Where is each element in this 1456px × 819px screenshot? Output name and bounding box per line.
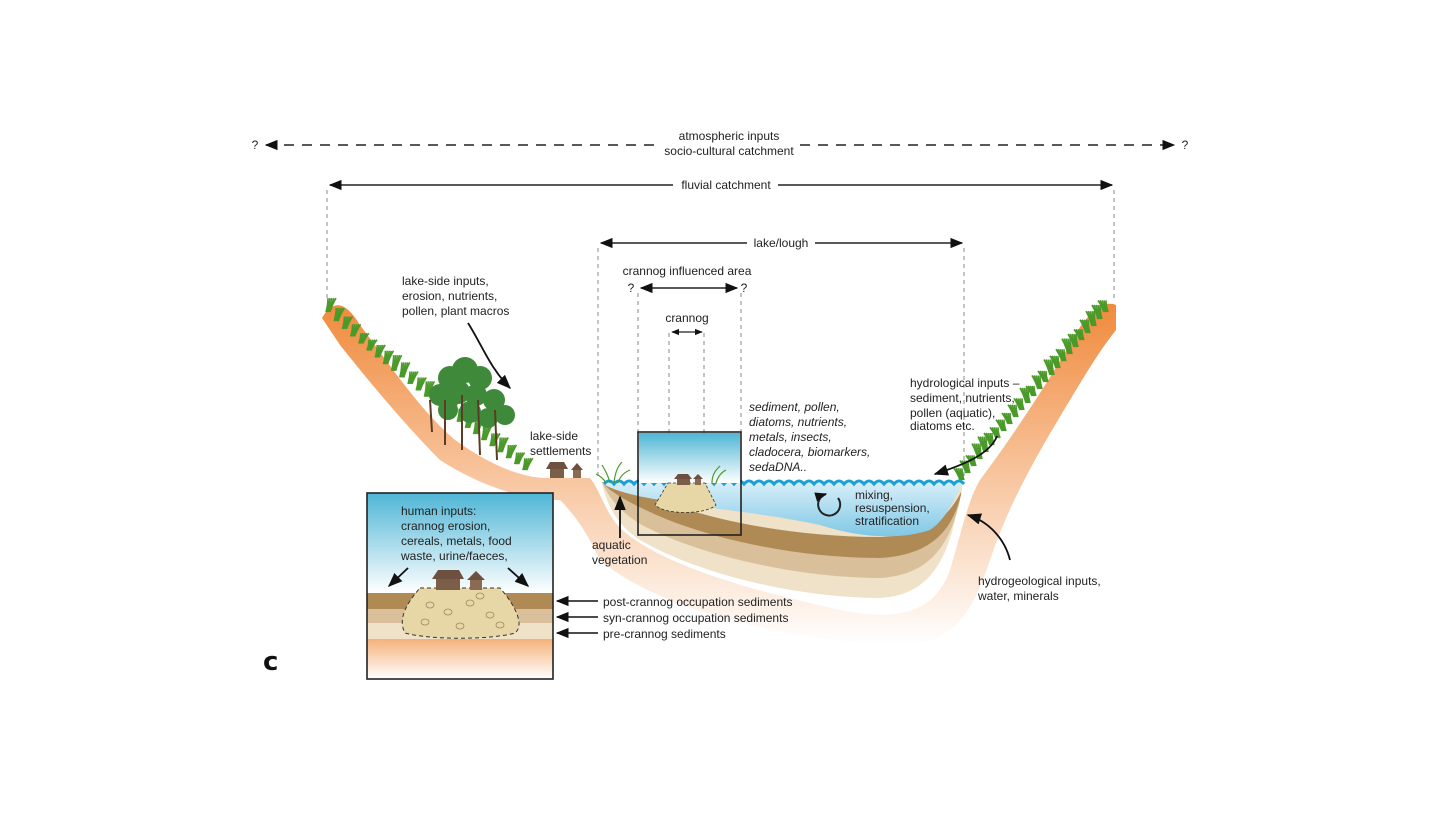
- crannog-label: crannog: [665, 311, 708, 325]
- post-crannog-label: post-crannog occupation sediments: [603, 595, 792, 609]
- aquatic-vegetation-label: aquatic vegetation: [592, 538, 647, 567]
- aquatic-vegetation-plants: [596, 462, 630, 483]
- sediment-proxies-label: sediment, pollen, diatoms, nutrients, me…: [749, 400, 874, 474]
- fluvial-catchment-label: fluvial catchment: [681, 178, 771, 192]
- syn-crannog-label: syn-crannog occupation sediments: [603, 611, 788, 625]
- lakeside-inputs-label: lake-side inputs, erosion, nutrients, po…: [402, 274, 509, 318]
- atmospheric-inputs-label: atmospheric inputs: [679, 129, 780, 143]
- hydrogeological-inputs-label: hydrogeological inputs, water, minerals: [977, 574, 1104, 603]
- pre-crannog-label: pre-crannog sediments: [603, 627, 726, 641]
- hydrological-inputs-label: hydrological inputs – sediment, nutrient…: [910, 376, 1023, 433]
- panel-letter: c: [263, 647, 278, 677]
- crannog-influenced-area-label: crannog influenced area: [623, 264, 752, 278]
- atmospheric-right-question: ?: [1182, 138, 1189, 152]
- socio-cultural-catchment-label: socio-cultural catchment: [664, 144, 794, 158]
- lake-lough-label: lake/lough: [754, 236, 809, 250]
- lakeside-settlements-label: lake-side settlements: [530, 429, 591, 458]
- sediment-pointer-arrows: [557, 601, 598, 633]
- atmospheric-left-question: ?: [252, 138, 259, 152]
- influenced-left-question: ?: [628, 281, 635, 295]
- influenced-right-question: ?: [741, 281, 748, 295]
- lakeside-huts: [546, 462, 583, 478]
